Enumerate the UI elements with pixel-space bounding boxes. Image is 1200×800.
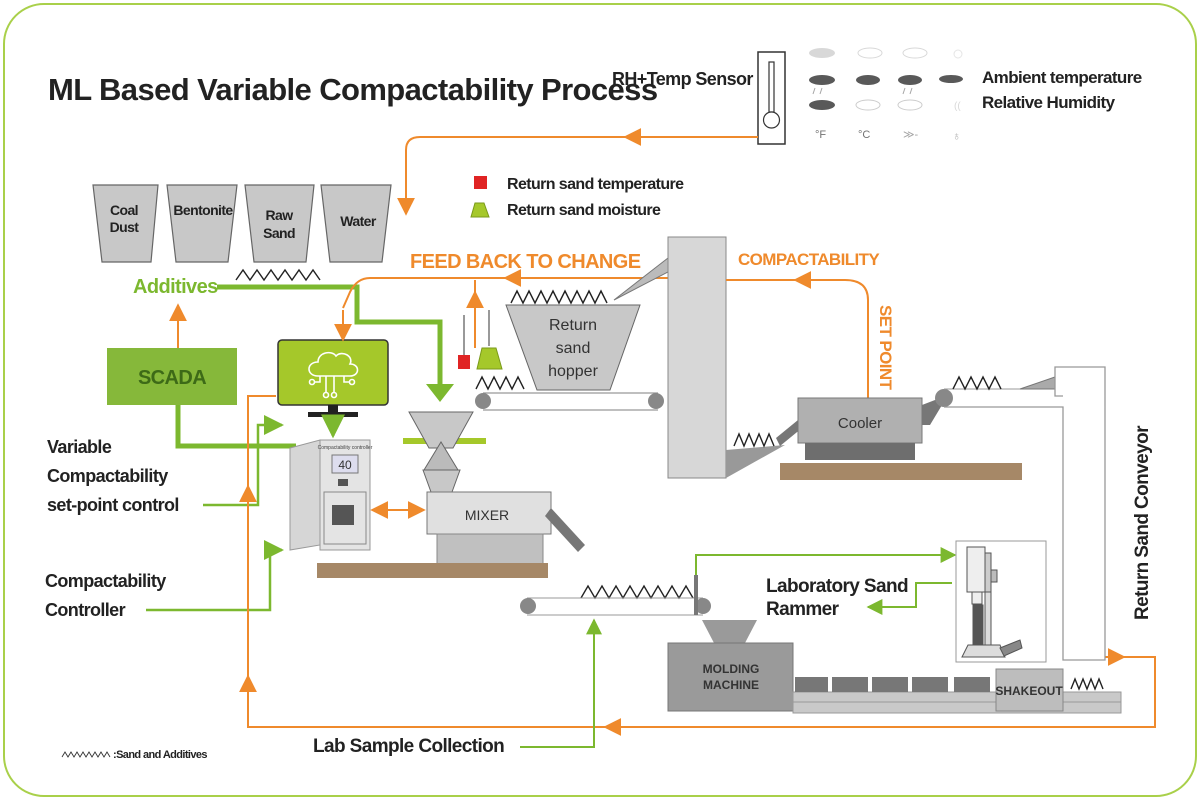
feedback-to-change-line: [342, 277, 670, 309]
return-sand-hopper: Return sand hopper: [505, 304, 641, 391]
legend-sand-and-additives: :Sand and Additives: [113, 749, 207, 761]
svg-text:°C: °C: [858, 129, 870, 141]
return-sand-temperature-sensor: [458, 355, 470, 369]
lab-rammer-label-2: Rammer: [766, 599, 840, 620]
svg-text:♁: ♁: [952, 129, 961, 143]
sensor-label: RH+Temp Sensor: [612, 69, 753, 89]
ambient-temperature-label: Ambient temperature: [982, 68, 1142, 87]
compactability-controller-machine[interactable]: Compactability controller 40: [289, 439, 373, 551]
svg-text:Water: Water: [340, 213, 377, 229]
bin-bentonite: Bentonite: [166, 184, 238, 263]
monitor-stand: [328, 405, 338, 413]
set-point-label: SET POINT: [876, 305, 895, 391]
molding-machine: [667, 642, 794, 712]
svg-text:Dust: Dust: [110, 219, 140, 235]
scada-box[interactable]: [107, 348, 237, 405]
ml-cloud-monitor[interactable]: [277, 339, 389, 406]
lab-rammer-label-1: Laboratory Sand: [766, 576, 908, 597]
legend-return-sand-temperature: Return sand temperature: [507, 176, 684, 193]
mixer-floor: [317, 563, 548, 578]
cloud-network-icon: [308, 351, 359, 399]
compactability-label: COMPACTABILITY: [738, 250, 880, 269]
thermometer-icon: [757, 51, 786, 145]
bucket-elevator: [667, 236, 727, 479]
svg-text:Raw: Raw: [266, 207, 294, 223]
lab-sample-arrow: [520, 618, 602, 748]
diagram-title: ML Based Variable Compactability Process: [48, 72, 657, 107]
mixer-label: MIXER: [465, 507, 509, 523]
return-sand-moisture-sensor: [476, 347, 503, 370]
bin-water: Water: [320, 184, 392, 263]
svg-text:Bentonite: Bentonite: [173, 202, 233, 218]
relative-humidity-label: Relative Humidity: [982, 93, 1116, 112]
cooler: Cooler: [776, 395, 948, 460]
svg-text:sand: sand: [556, 340, 591, 357]
rammer-result-arrow: [866, 582, 952, 615]
lab-sample-label: Lab Sample Collection: [313, 736, 504, 757]
temperature-sensor-legend-icon: [474, 176, 487, 189]
svg-text:°F: °F: [815, 129, 826, 141]
return-feedback-loop: [247, 395, 1156, 728]
additives-feed-line: [217, 284, 443, 388]
set-point-control-arrow: [203, 415, 284, 507]
cooler-floor: [780, 463, 1022, 480]
variable-control-label-3: set-point control: [47, 495, 179, 515]
scada-label: SCADA: [138, 367, 206, 389]
hopper-conveyor: [475, 392, 664, 411]
additives-sand-zigzag: [235, 268, 321, 282]
weather-icons-grid: (( °F °C ≫- ♁: [809, 47, 963, 143]
controller-label-2: Controller: [45, 600, 126, 620]
mixer: MIXER: [403, 411, 585, 565]
svg-text:≫-: ≫-: [903, 129, 919, 141]
variable-control-label-1: Variable: [47, 437, 112, 457]
controller-label-1: Compactability: [45, 571, 166, 591]
molding-label-2: MACHINE: [703, 678, 759, 692]
shakeout-label: SHAKEOUT: [995, 684, 1063, 698]
svg-text:Coal: Coal: [110, 202, 138, 218]
svg-text:((: ((: [954, 101, 961, 112]
compactability-set-point-line: [726, 279, 869, 398]
bin-coal-dust: Coal Dust: [92, 184, 159, 263]
svg-text:Compactability controller: Compactability controller: [318, 445, 373, 451]
sample-to-rammer-arrow: [695, 547, 957, 575]
cooler-label: Cooler: [838, 415, 882, 432]
additives-label: Additives: [133, 276, 218, 298]
bin-raw-sand: Raw Sand: [244, 184, 315, 263]
svg-text:Return: Return: [549, 317, 597, 334]
variable-control-label-2: Compactability: [47, 466, 168, 486]
controller-input-arrow: [146, 540, 284, 612]
controller-display-value: 40: [338, 458, 352, 472]
return-sand-conveyor-label: Return Sand Conveyor: [1132, 425, 1153, 620]
sensor-feedback-line: [405, 136, 758, 210]
svg-text:hopper: hopper: [548, 363, 598, 380]
moisture-sensor-legend-icon: [470, 202, 490, 218]
molding-feed-conveyor: [520, 575, 711, 616]
rammer-icon: [961, 546, 1023, 658]
additives-feed-arrow: [426, 384, 454, 402]
svg-text:Sand: Sand: [263, 225, 295, 241]
molding-label-1: MOLDING: [703, 662, 760, 676]
scada-to-controller-line: [175, 405, 296, 449]
monitor-base: [308, 412, 358, 417]
feedback-label: FEED BACK TO CHANGE: [410, 251, 641, 273]
legend-return-sand-moisture: Return sand moisture: [507, 202, 661, 219]
return-sand-conveyor: [935, 366, 1106, 661]
shakeout: [995, 668, 1064, 712]
legend-zigzag-icon: [61, 751, 111, 758]
